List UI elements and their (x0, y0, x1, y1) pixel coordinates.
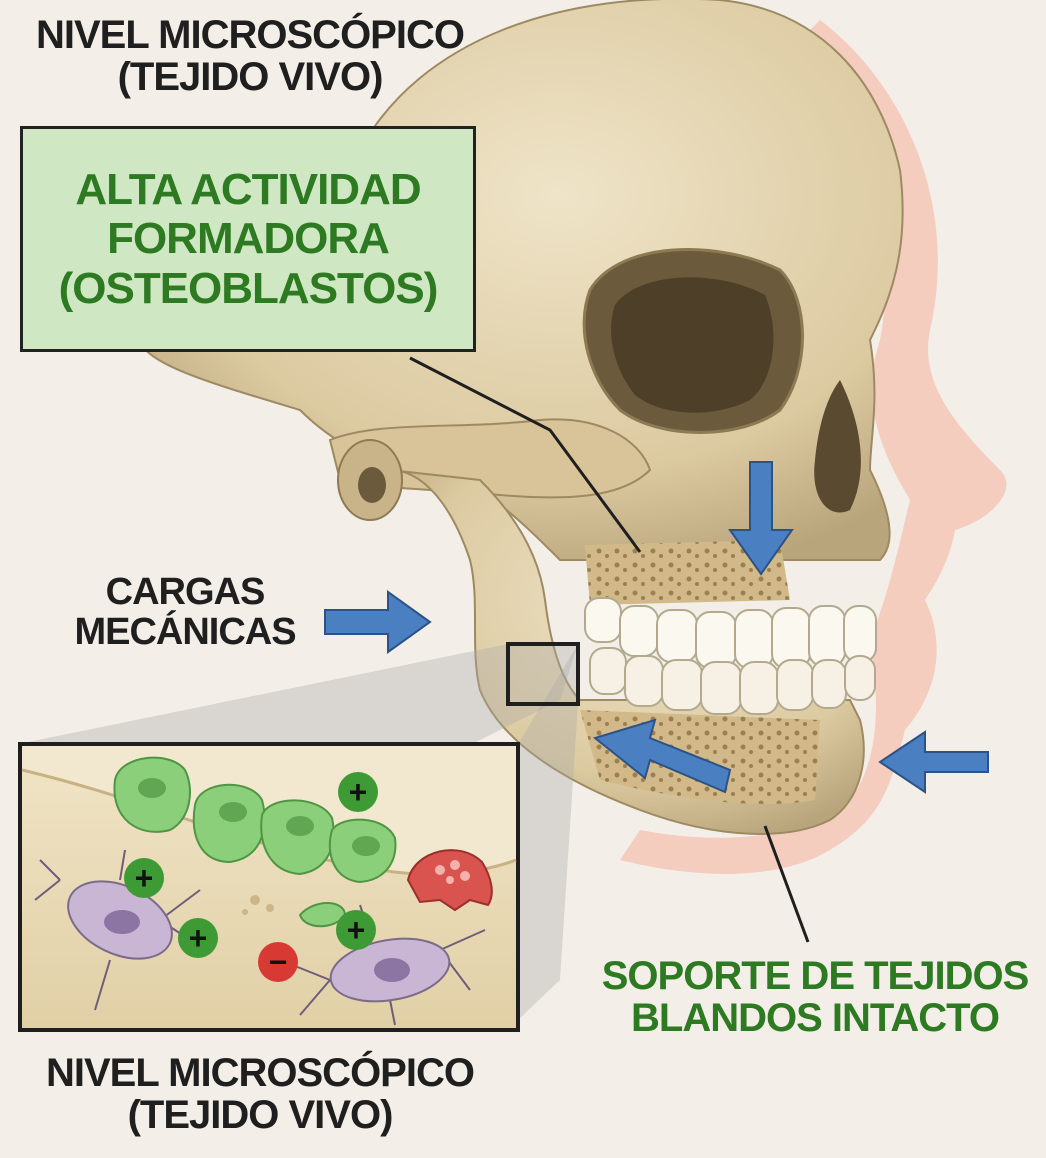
plus-icon: + (336, 910, 376, 950)
mechanical-loads-label: CARGAS MECÁNICAS (60, 572, 310, 653)
plus-icon: + (178, 918, 218, 958)
plus-sign: + (347, 912, 366, 948)
plus-sign: + (189, 920, 208, 956)
microscopic-inset: + + + + − (20, 744, 518, 1030)
top-title: NIVEL MICROSCÓPICO (TEJIDO VIVO) (0, 14, 500, 99)
plus-icon: + (338, 772, 378, 812)
minus-sign: − (269, 944, 288, 980)
bottom-title: NIVEL MICROSCÓPICO (TEJIDO VIVO) (0, 1052, 520, 1137)
plus-icon: + (124, 858, 164, 898)
plus-sign: + (135, 860, 154, 896)
upper-teeth (585, 598, 876, 668)
minus-icon: − (258, 942, 298, 982)
osteoblast-activity-box: ALTA ACTIVIDAD FORMADORA (OSTEOBLASTOS) (20, 126, 476, 352)
right-arrow-icon (325, 592, 430, 652)
soft-tissue-label: SOPORTE DE TEJIDOS BLANDOS INTACTO (595, 955, 1035, 1040)
plus-sign: + (349, 774, 368, 810)
